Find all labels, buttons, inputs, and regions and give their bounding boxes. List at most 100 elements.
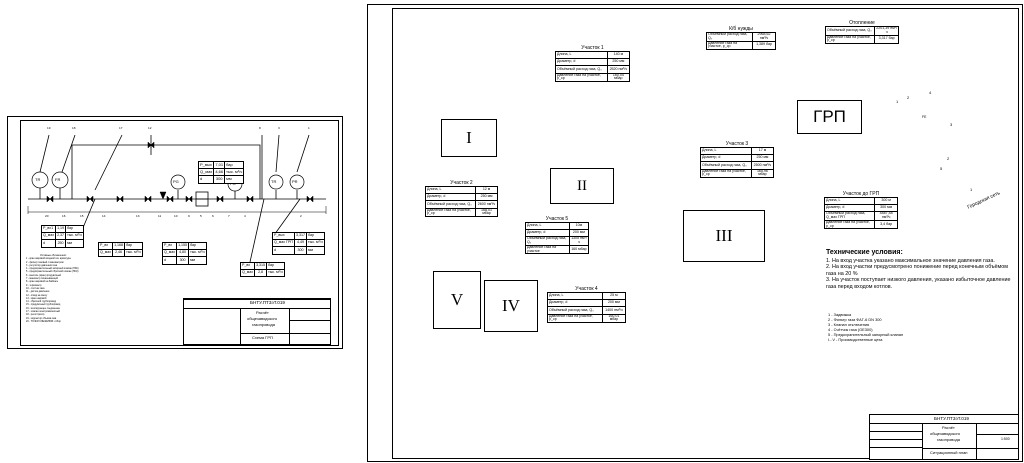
marker-4: 4	[929, 90, 932, 95]
callout-6: 6	[212, 214, 214, 218]
right-stamp-scale: 1:500	[1001, 437, 1010, 441]
marker-1b: 1	[970, 187, 973, 192]
right-legend-item: 4 - Счётчик газа (GE300)	[828, 327, 873, 333]
marker-1: 1	[896, 99, 899, 104]
left-legend-title: Условные обозначения:	[40, 254, 67, 257]
callout-18: 18	[72, 126, 76, 130]
section-3-title: Участок 3	[725, 141, 749, 147]
right-stamp-title2: общезаводского	[930, 431, 961, 436]
consumer-III: III	[683, 210, 765, 262]
left-legend-item: 11 - датчик давления	[26, 290, 50, 294]
right-legend-item: 2 - Фильтр газа ФАГ-6 DN 300	[828, 317, 882, 323]
left-stamp-title3: газопровода	[252, 322, 275, 327]
tr-sensor-2-icon: TR	[271, 179, 277, 184]
callout-4: 4	[244, 214, 246, 218]
left-legend-item: 14 - сбросной трубопровод	[26, 300, 57, 304]
grp-station: ГРП	[797, 100, 862, 134]
left-legend-item: 6 - вентиль (кран) продувочный	[26, 273, 61, 277]
callout-9: 9	[188, 214, 190, 218]
right-stamp-title1: Расчёт	[942, 425, 955, 430]
right-stamp-title3: газопровода	[937, 437, 960, 442]
left-stamp-title2: общезаводского	[247, 316, 278, 321]
callout-13: 13	[136, 214, 140, 218]
left-legend-item: 20 - ТОЧКИ СЛЕЖЕНИЯ: отбор	[26, 319, 61, 323]
marker-2b: 2	[947, 156, 950, 161]
pr-sensor-icon: PR	[292, 179, 298, 184]
consumer-V: V	[433, 271, 481, 329]
left-stamp-subtitle: Схема ГРП	[252, 335, 273, 340]
section-1-title: Участок 1	[581, 45, 604, 51]
left-legend-item: 9 - термометр	[26, 283, 42, 287]
right-legend: 1 - Задвижка 2 - Фильтр газа ФАГ-6 DN 30…	[828, 312, 903, 343]
left-legend-item: 18 - регистратор	[26, 313, 45, 317]
left-stamp-title1: Расчёт	[256, 310, 269, 315]
marker-3: 3	[950, 122, 953, 127]
consumer-I: I	[441, 119, 497, 157]
left-legend-item: 3 - регулятор давления газа	[26, 263, 58, 267]
left-legend: Условные обозначения: 1 - кран шаровой в…	[26, 254, 176, 323]
left-legend-item: 5 - предохранительный сбросной клапан (П…	[26, 270, 79, 274]
callout-2: 2	[300, 214, 302, 218]
marker-2: 2	[907, 95, 910, 100]
heating-title: Отопление	[849, 20, 875, 26]
kb-title: К/б нужды	[729, 26, 753, 32]
marker-5: 5	[940, 166, 943, 171]
callout-12: 12	[148, 126, 152, 130]
left-legend-item: 2 - фильтр газовый с манометром	[26, 260, 64, 264]
consumer-IV: IV	[484, 280, 538, 332]
right-legend-item: 1 - Задвижка	[828, 312, 852, 317]
callout-10: 10	[174, 214, 178, 218]
section-2-title: Участок 2	[450, 180, 473, 186]
callout-14: 14	[102, 214, 106, 218]
left-drawing-frame	[20, 120, 339, 346]
fr-sensor-icon: FR	[55, 177, 61, 182]
tech-item: 1. На вход участка указано максимальное …	[826, 257, 995, 264]
section-4-title: Участок 4	[575, 286, 598, 292]
right-title-block: БНТУ.ПТ3эТ.019 Расчёт общезаводского газ…	[869, 414, 1019, 460]
left-legend-item: 7 - манометр показывающий	[26, 277, 58, 281]
callout-1: 1	[308, 126, 310, 130]
right-legend-item: 3 - Клапан отключения	[828, 322, 870, 328]
callout-16: 16	[62, 214, 66, 218]
meter-icon: FE	[922, 115, 927, 119]
callout-19: 19	[47, 126, 51, 130]
right-stamp-subtitle: Ситуационный план	[930, 450, 968, 455]
left-legend-item: 16 - изолирующее соединение	[26, 306, 60, 310]
right-drawing-frame	[392, 8, 1019, 459]
left-legend-item: 13 - кран шаровой	[26, 296, 47, 300]
tech-item: 2. На вход участки предусмотрено понижен…	[826, 264, 1008, 277]
callout-5: 5	[200, 214, 202, 218]
tech-title: Технические условия:	[826, 249, 903, 256]
callout-20: 20	[45, 214, 49, 218]
to-grp-title: Участок до ГРП	[842, 191, 880, 197]
right-legend-item: I...V - Производственные цеха	[828, 337, 883, 343]
left-title-block: БНТУ.ПТ3эТ.019 Расчёт общезаводского газ…	[183, 298, 331, 345]
tech-conditions: Технические условия: 1. На вход участка …	[826, 249, 1016, 291]
consumer-II: II	[550, 168, 614, 204]
right-legend-item: 5 - Предохранительный запорный клапан	[828, 332, 904, 338]
left-legend-item: 10 - счётчик газа	[26, 286, 45, 290]
pg-gauge-icon: PG	[173, 179, 179, 184]
left-legend-item: 12 - отвод на свечу	[26, 293, 48, 297]
right-stamp-code: БНТУ.ПТ3эТ.019	[934, 416, 969, 421]
section-5-title: Участок 5	[545, 216, 569, 222]
left-legend-item: 8 - кран шаровой на байпасе	[26, 280, 59, 284]
left-stamp-code: БНТУ.ПТ3эТ.019	[250, 300, 285, 305]
left-legend-item: 15 - продувочный трубопровод	[26, 303, 61, 307]
callout-15: 15	[80, 214, 84, 218]
tech-item: 3. На участок поступает низкого давления…	[826, 277, 1011, 290]
left-legend-item: 4 - предохранительный запорный клапан (П…	[26, 267, 79, 271]
